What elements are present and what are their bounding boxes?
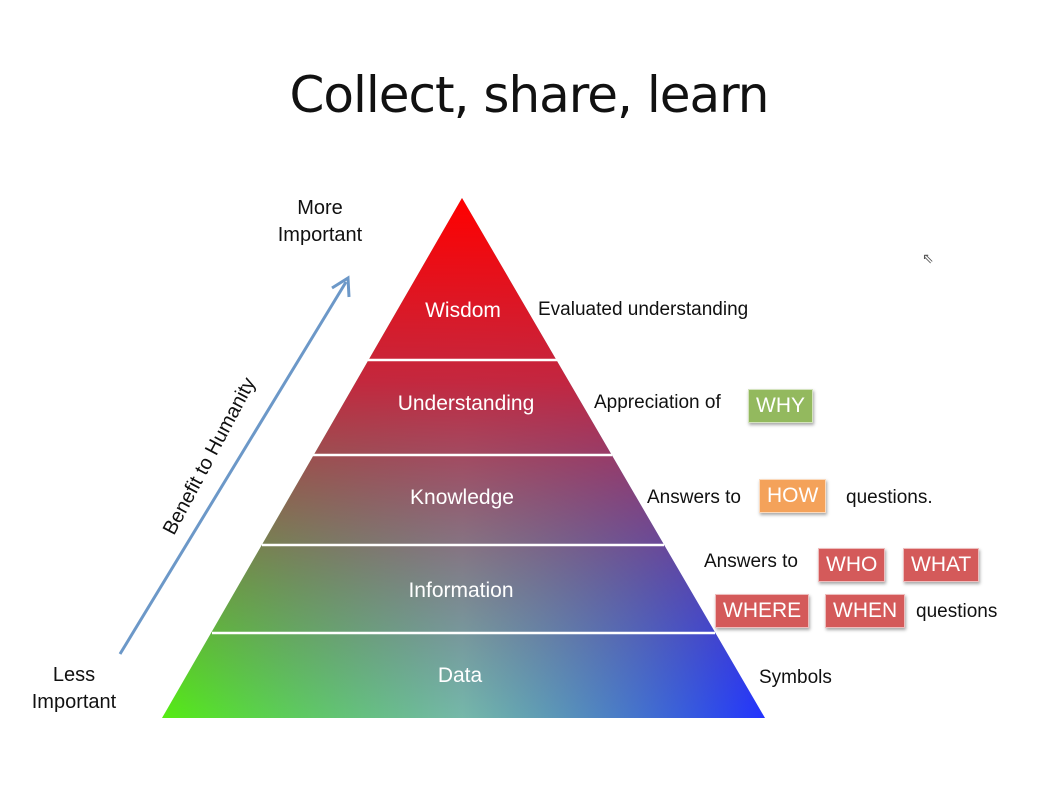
what-tag: WHAT — [903, 548, 980, 582]
level-understanding: Understanding — [397, 392, 535, 415]
understanding-description: Appreciation of — [594, 392, 721, 413]
slide-title: Collect, share, learn — [289, 66, 770, 124]
level-knowledge: Knowledge — [410, 486, 514, 509]
pyramid-top-fill — [162, 198, 765, 718]
knowledge-description-pre: Answers to — [647, 487, 741, 508]
why-tag: WHY — [748, 389, 813, 423]
level-information: Information — [408, 579, 514, 602]
more-important-label: More Important — [277, 197, 363, 246]
wisdom-description: Evaluated understanding — [538, 299, 749, 320]
who-tag: WHO — [818, 548, 886, 582]
benefit-arrow-head — [331, 275, 351, 298]
level-data: Data — [437, 664, 483, 687]
less-important-label: Less Important — [31, 664, 117, 713]
when-tag: WHEN — [825, 594, 906, 628]
information-description-pre: Answers to — [704, 551, 798, 572]
data-description: Symbols — [759, 667, 832, 688]
how-tag: HOW — [759, 479, 827, 513]
level-wisdom: Wisdom — [425, 299, 501, 322]
mouse-cursor-icon: ⇖ — [922, 250, 934, 266]
where-tag: WHERE — [715, 594, 810, 628]
knowledge-description-post: questions. — [846, 487, 933, 508]
benefit-arrow-shaft — [118, 281, 348, 655]
information-description-post: questions — [916, 601, 998, 622]
